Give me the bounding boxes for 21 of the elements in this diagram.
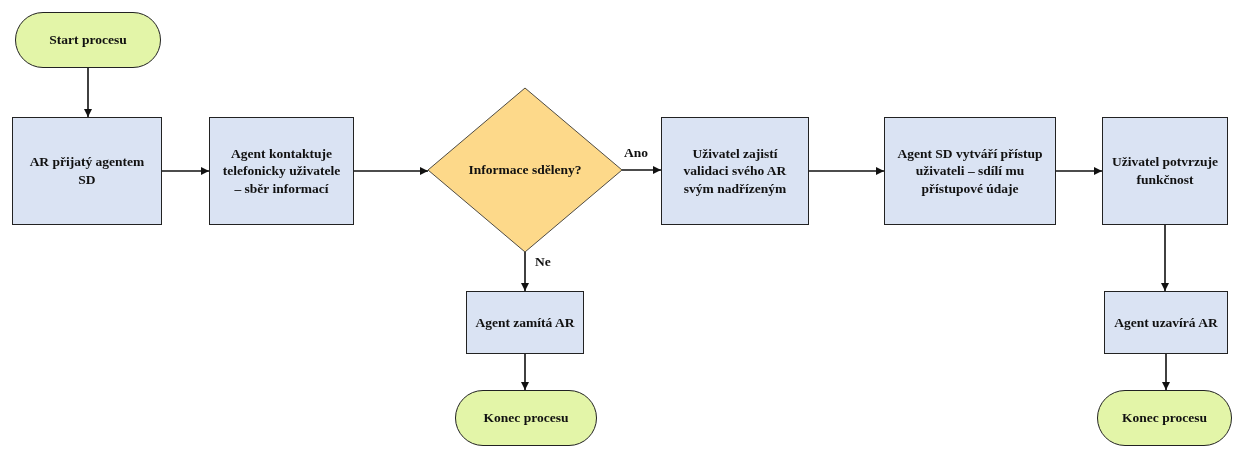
process-box: Agent uzavírá AR (1104, 291, 1228, 354)
arrow (84, 67, 92, 118)
terminal-pill: Konec procesu (1097, 390, 1232, 446)
arrow (1161, 224, 1169, 292)
terminal-pill: Start procesu (15, 12, 161, 68)
arrow (521, 353, 529, 391)
arrow (621, 166, 662, 174)
arrow (1162, 353, 1170, 391)
process-box: Uživatel potvrzuje funkčnost (1102, 117, 1228, 225)
process-box: AR přijatý agentem SD (12, 117, 162, 225)
process-box: Agent zamítá AR (466, 291, 584, 354)
arrow (808, 167, 885, 175)
arrow (353, 167, 429, 175)
terminal-pill: Konec procesu (455, 390, 597, 446)
arrow (521, 251, 529, 292)
process-box: Agent SD vytváří přístup uživateli – sdílí mu přístupové údaje (884, 117, 1056, 225)
decision-diamond: Informace sděleny? (428, 88, 622, 252)
arrow (1055, 167, 1103, 175)
arrow (161, 167, 210, 175)
process-box: Uživatel zajistí validaci svého AR svým nadřízeným (661, 117, 809, 225)
process-box: Agent kontaktuje telefonicky uživatele – sběr informací (209, 117, 354, 225)
